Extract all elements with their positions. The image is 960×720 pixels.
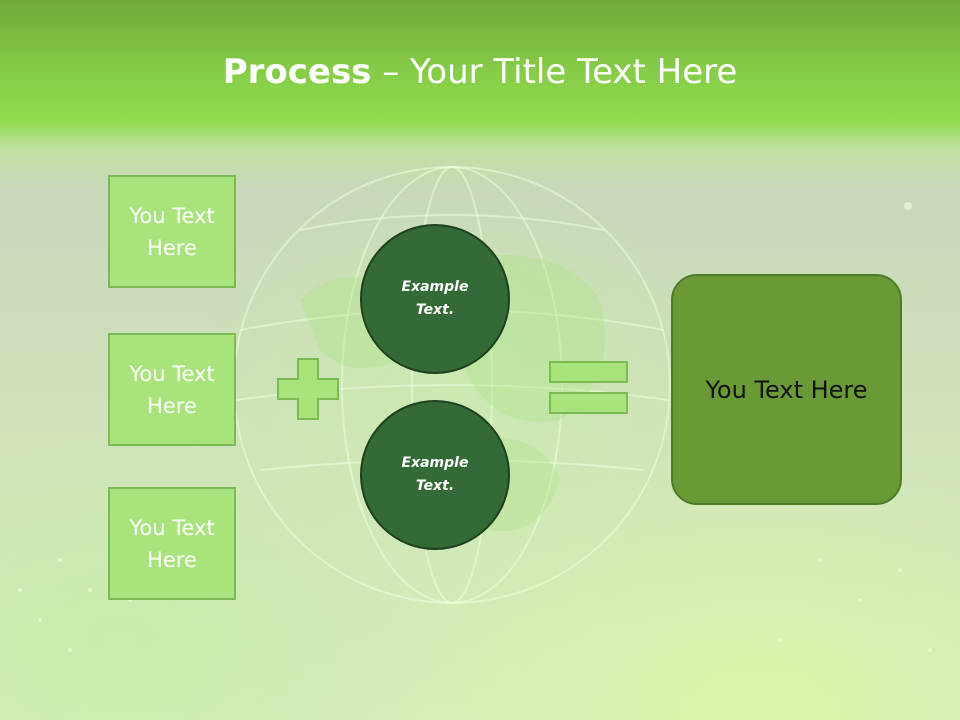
left-box-3: You Text Here xyxy=(108,487,236,600)
circle-1: Example Text. xyxy=(360,224,510,374)
equals-icon xyxy=(549,361,628,414)
title-rest: – Your Title Text Here xyxy=(371,52,738,92)
left-box-1: You Text Here xyxy=(108,175,236,288)
result-box: You Text Here xyxy=(671,274,902,505)
title-band xyxy=(0,0,960,190)
left-box-2: You Text Here xyxy=(108,333,236,446)
slide-title: Process – Your Title Text Here xyxy=(0,52,960,92)
plus-icon xyxy=(277,358,339,420)
title-bold: Process xyxy=(222,52,372,92)
circle-2: Example Text. xyxy=(360,400,510,550)
